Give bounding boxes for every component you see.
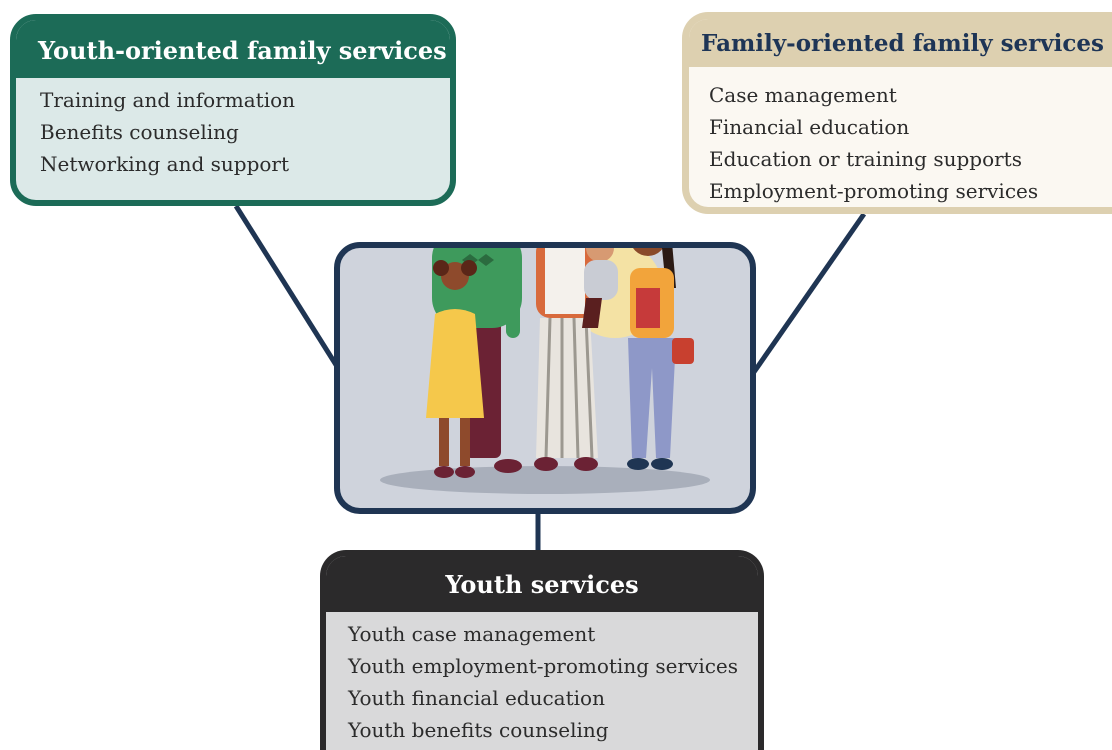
connector-left [233,204,341,370]
youth-oriented-family-services-list: Training and information Benefits counse… [16,78,450,180]
youth-services-box: Youth services Youth case management You… [320,550,764,750]
girl-figure [426,260,484,478]
family-oriented-family-services-title: Family-oriented family services [689,19,1112,67]
teen-figure [627,248,694,470]
list-item: Case management [709,83,897,107]
youth-services-list: Youth case management Youth employment-p… [326,612,758,746]
list-item: Youth case management [348,622,596,646]
list-item: Youth benefits counseling [348,718,609,742]
youth-oriented-family-services-box: Youth-oriented family services Training … [10,14,456,206]
mother-figure [534,248,598,471]
family-illustration-frame [334,242,756,514]
list-item: Networking and support [40,152,290,176]
list-item: Financial education [709,115,910,139]
list-item: Youth employment-promoting services [348,654,739,678]
youth-services-title: Youth services [326,556,758,612]
list-item: Education or training supports [709,147,1022,171]
connector-right [751,212,867,374]
list-item: Training and information [40,88,296,112]
family-oriented-family-services-list: Case management Financial education Educ… [689,67,1112,207]
list-item: Benefits counseling [40,120,239,144]
family-illustration [380,248,710,494]
list-item: Employment-promoting services [709,179,1039,203]
baby-figure [582,248,618,328]
family-oriented-family-services-box: Family-oriented family services Case man… [682,12,1112,214]
list-item: Youth financial education [348,686,605,710]
youth-oriented-family-services-title: Youth-oriented family services [16,20,450,78]
